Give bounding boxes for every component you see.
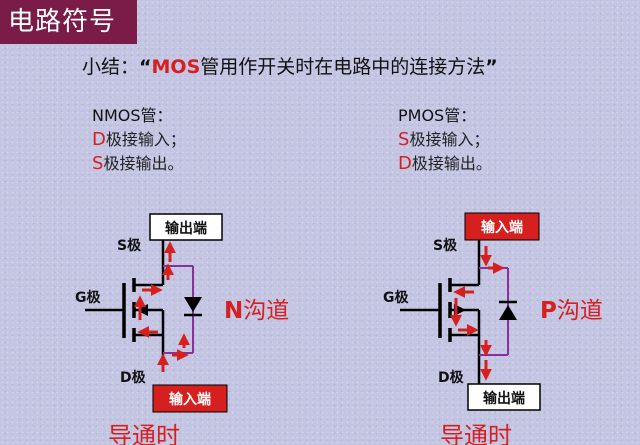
pmos-line1-letter: S: [398, 129, 410, 150]
nmos-channel-text: 沟道: [243, 298, 289, 324]
pmos-line2-letter: D: [398, 153, 412, 174]
pmos-heading: PMOS管：: [398, 106, 477, 125]
pmos-notes: PMOS管： S极接输入； D极接输出。: [398, 102, 492, 176]
pmos-line2-rest: 极接输出。: [411, 154, 492, 173]
summary-open-quote: “: [139, 56, 152, 78]
nmos-top-box: 输出端: [149, 213, 223, 241]
nmos-s-label: S极: [117, 237, 142, 254]
summary-close-quote: ”: [485, 56, 498, 78]
nmos-diagram: 输出端 输入端: [75, 213, 289, 445]
pmos-s-label: S极: [433, 237, 458, 254]
pmos-diagram: 输入端 输出端 S极 G极 D极: [383, 212, 603, 445]
nmos-line1-rest: 极接输入；: [105, 130, 186, 149]
pmos-line1-rest: 极接输入；: [409, 130, 490, 149]
nmos-g-label: G极: [75, 289, 101, 306]
page-title: 电路符号: [0, 0, 137, 44]
pmos-channel-label: P沟道: [540, 298, 603, 324]
pmos-g-label: G极: [383, 289, 409, 306]
nmos-bottom-box: 输入端: [152, 384, 228, 413]
nmos-channel-label: N沟道: [224, 298, 289, 324]
pmos-caption: 导通时: [440, 422, 512, 445]
pmos-top-box: 输入端: [464, 212, 540, 241]
pmos-bottom-box-label: 输出端: [483, 390, 525, 407]
pmos-channel-letter: P: [540, 298, 557, 324]
summary-line: 小结：“MOS管用作开关时在电路中的连接方法”: [82, 52, 498, 79]
nmos-line1-letter: D: [92, 129, 106, 150]
pmos-d-label: D极: [438, 369, 465, 386]
pmos-top-box-label: 输入端: [481, 219, 523, 236]
nmos-line2-letter: S: [92, 153, 104, 174]
pmos-bottom-box: 输出端: [467, 383, 541, 411]
nmos-line2-rest: 极接输出。: [103, 154, 184, 173]
summary-text: 管用作开关时在电路中的连接方法: [200, 56, 486, 78]
nmos-notes: NMOS管： D极接输入； S极接输出。: [92, 102, 186, 176]
pmos-channel-text: 沟道: [557, 298, 603, 324]
nmos-bottom-box-label: 输入端: [169, 391, 211, 408]
nmos-heading: NMOS管：: [92, 106, 173, 125]
summary-mos: MOS: [151, 56, 201, 78]
summary-prefix: 小结：: [82, 56, 140, 78]
nmos-channel-letter: N: [224, 298, 243, 324]
nmos-caption: 导通时: [108, 422, 180, 445]
nmos-top-box-label: 输出端: [165, 220, 207, 237]
nmos-d-label: D极: [120, 369, 147, 386]
